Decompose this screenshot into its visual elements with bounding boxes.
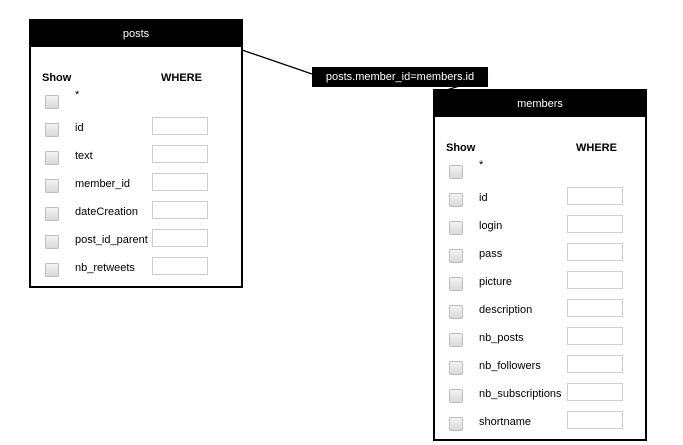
members-show-checkbox[interactable]: [449, 361, 463, 375]
posts-where-input[interactable]: [152, 201, 208, 219]
posts-field-row: post_id_parent: [31, 227, 241, 255]
members-field-name: nb_followers: [479, 360, 541, 372]
members-show-checkbox[interactable]: [449, 305, 463, 319]
posts-show-header: Show: [42, 72, 72, 84]
posts-field-row: nb_retweets: [31, 255, 241, 283]
members-where-input[interactable]: [567, 411, 623, 429]
posts-show-checkbox[interactable]: [45, 151, 59, 165]
members-show-checkbox[interactable]: [449, 389, 463, 403]
members-show-checkbox[interactable]: [449, 249, 463, 263]
posts-field-row: text: [31, 143, 241, 171]
members-field-row: shortname: [435, 409, 645, 437]
members-show-checkbox[interactable]: [449, 193, 463, 207]
members-field-row: id: [435, 185, 645, 213]
posts-field-row: member_id: [31, 171, 241, 199]
members-show-header: Show: [446, 142, 476, 154]
members-where-input[interactable]: [567, 383, 623, 401]
posts-where-input[interactable]: [152, 229, 208, 247]
members-field-name: shortname: [479, 416, 531, 428]
members-field-row: login: [435, 213, 645, 241]
members-field-name: *: [479, 159, 484, 171]
members-field-row: nb_subscriptions: [435, 381, 645, 409]
posts-where-header: WHERE: [161, 72, 202, 84]
members-field-row: picture: [435, 269, 645, 297]
posts-field-name: member_id: [75, 178, 131, 190]
posts-table[interactable]: posts Show WHERE * id text member_id dateCre…: [29, 19, 243, 288]
members-table[interactable]: members Show WHERE * id login pass picture de…: [433, 89, 647, 441]
members-show-checkbox[interactable]: [449, 221, 463, 235]
members-field-name: picture: [479, 276, 513, 288]
members-field-name: nb_subscriptions: [479, 388, 562, 400]
posts-show-checkbox[interactable]: [45, 179, 59, 193]
members-where-input[interactable]: [567, 215, 623, 233]
members-where-input[interactable]: [567, 327, 623, 345]
posts-show-checkbox[interactable]: [45, 207, 59, 221]
posts-field-name: dateCreation: [75, 206, 138, 218]
posts-where-input[interactable]: [152, 117, 208, 135]
members-where-input[interactable]: [567, 187, 623, 205]
members-field-row: description: [435, 297, 645, 325]
members-field-name: description: [479, 304, 533, 316]
members-where-input[interactable]: [567, 355, 623, 373]
join-condition-label[interactable]: posts.member_id=members.id: [312, 67, 488, 87]
posts-field-name: nb_retweets: [75, 262, 135, 274]
members-field-name: id: [479, 192, 488, 204]
posts-field-name: id: [75, 122, 84, 134]
members-table-title[interactable]: members: [435, 91, 645, 117]
posts-field-row: id: [31, 115, 241, 143]
posts-show-checkbox[interactable]: [45, 263, 59, 277]
members-field-row: nb_followers: [435, 353, 645, 381]
members-show-checkbox[interactable]: [449, 333, 463, 347]
posts-field-name: text: [75, 150, 93, 162]
posts-show-checkbox[interactable]: [45, 235, 59, 249]
join-line-posts: [241, 49, 313, 75]
members-field-name: login: [479, 220, 503, 232]
posts-field-name: *: [75, 89, 80, 101]
posts-field-name: post_id_parent: [75, 234, 148, 246]
posts-field-row: dateCreation: [31, 199, 241, 227]
members-field-row: nb_posts: [435, 325, 645, 353]
members-where-header: WHERE: [576, 142, 617, 154]
posts-table-title[interactable]: posts: [31, 21, 241, 47]
posts-where-input[interactable]: [152, 257, 208, 275]
members-field-row: pass: [435, 241, 645, 269]
members-show-checkbox[interactable]: [449, 277, 463, 291]
members-field-name: nb_posts: [479, 332, 524, 344]
members-where-input[interactable]: [567, 243, 623, 261]
posts-show-checkbox[interactable]: [45, 95, 59, 109]
members-where-input[interactable]: [567, 271, 623, 289]
posts-where-input[interactable]: [152, 145, 208, 163]
members-where-input[interactable]: [567, 299, 623, 317]
posts-show-checkbox[interactable]: [45, 123, 59, 137]
members-show-checkbox[interactable]: [449, 165, 463, 179]
posts-field-row: *: [31, 87, 241, 115]
members-show-checkbox[interactable]: [449, 417, 463, 431]
posts-where-input[interactable]: [152, 173, 208, 191]
members-field-row: *: [435, 157, 645, 185]
members-field-name: pass: [479, 248, 503, 260]
